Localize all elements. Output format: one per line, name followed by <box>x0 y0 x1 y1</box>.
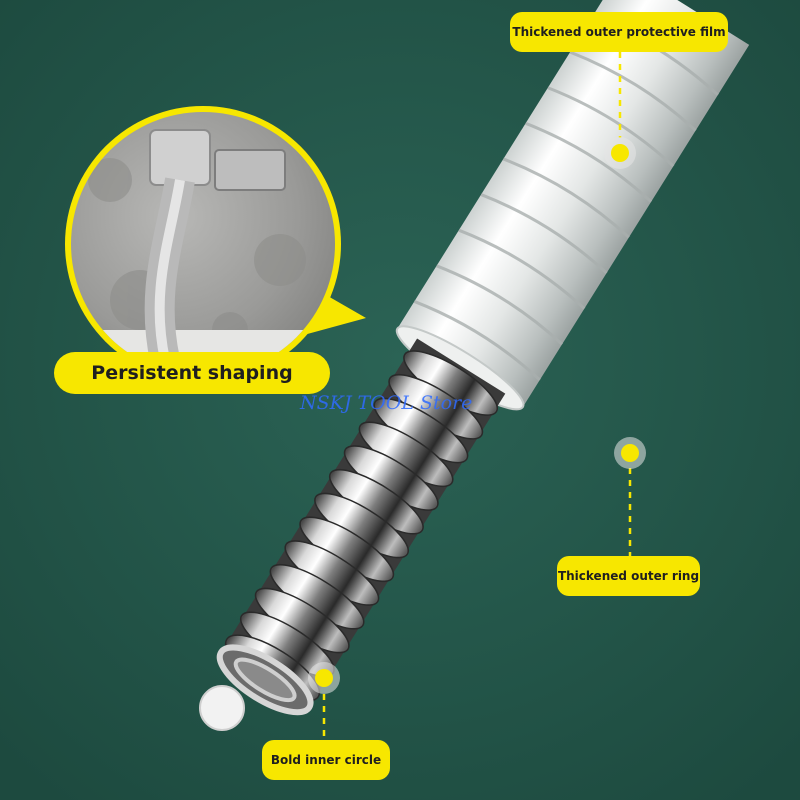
store-watermark: NSKJ TOOL Store <box>300 392 473 414</box>
callout-inner-circle: Bold inner circle <box>262 740 390 780</box>
callout-outer-ring: Thickened outer ring <box>557 556 700 596</box>
callout-persistent-shaping: Persistent shaping <box>54 352 330 394</box>
callout-outer-film: Thickened outer protective film <box>510 12 728 52</box>
